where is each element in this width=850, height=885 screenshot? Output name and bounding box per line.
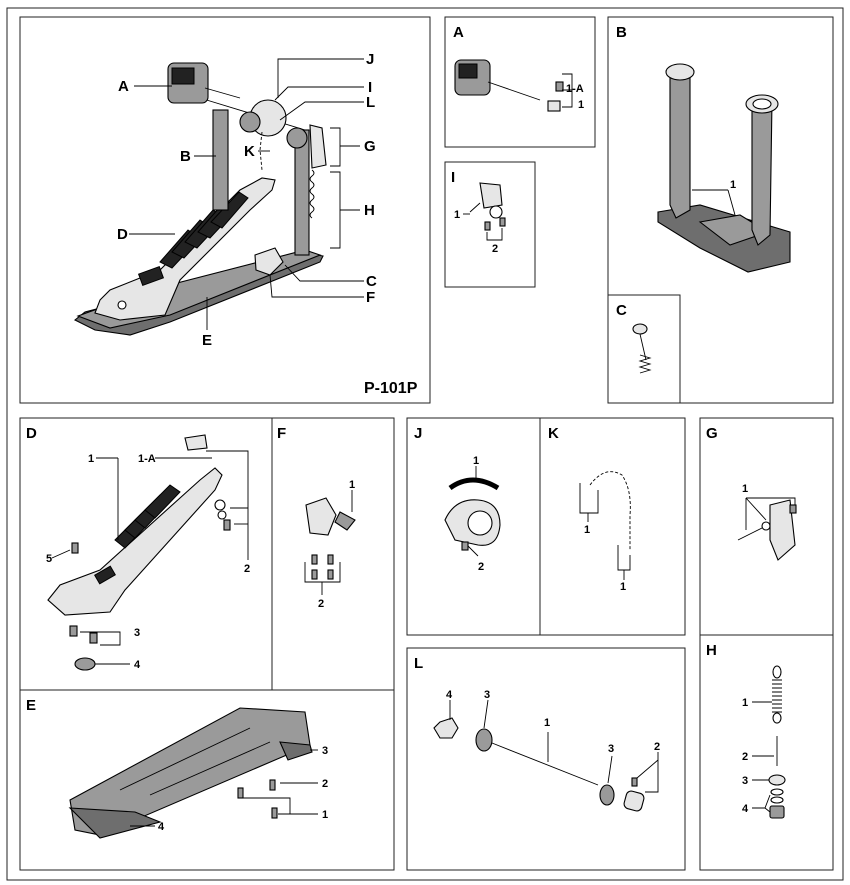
panel-D-label-3: 3: [134, 627, 140, 639]
panel-K-label-1-top: 1: [584, 524, 590, 536]
panel-C-title: C: [616, 302, 627, 319]
panel-F-title: F: [277, 425, 286, 442]
callout-C: C: [366, 273, 377, 290]
panel-E-label-1: 1: [322, 809, 328, 821]
panel-E-label-4: 4: [158, 821, 165, 833]
pedal-assembly-illustration: [73, 62, 327, 336]
panel-D-title: D: [26, 425, 37, 442]
panel-B: B 1: [607, 16, 834, 404]
callout-F: F: [366, 289, 375, 306]
panel-F-label-2: 2: [318, 598, 324, 610]
panel-G-label-1: 1: [742, 483, 748, 495]
panel-K: K 1 1: [539, 417, 686, 636]
panel-G: G 1: [699, 417, 834, 636]
panel-H-title: H: [706, 642, 717, 659]
panel-E: E 3 2 1 4: [19, 689, 395, 871]
panel-J-label-2: 2: [478, 561, 484, 573]
panel-D: D 1 1-A 2 5 3 4: [19, 417, 273, 691]
panel-F: F 1 2: [271, 417, 395, 691]
panel-L-label-3-left: 3: [484, 689, 490, 701]
panel-E-label-2: 2: [322, 778, 328, 790]
panel-L-label-3-right: 3: [608, 743, 614, 755]
panel-L-label-1: 1: [544, 717, 550, 729]
panel-J-title: J: [414, 425, 422, 442]
callout-K: K: [244, 143, 255, 160]
panel-L-label-4: 4: [446, 689, 453, 701]
panel-G-title: G: [706, 425, 718, 442]
callout-B: B: [180, 148, 191, 165]
main-callout-lines: [129, 58, 364, 330]
panel-L: L 4 3 1 3 2: [406, 647, 686, 871]
panel-E-label-3: 3: [322, 745, 328, 757]
panel-H-label-2: 2: [742, 751, 748, 763]
panel-H: H 1 2 3 4: [699, 634, 834, 871]
callout-G: G: [364, 138, 376, 155]
callout-J: J: [366, 51, 374, 68]
panel-J: J 1 2: [406, 417, 541, 636]
panel-H-label-3: 3: [742, 775, 748, 787]
panel-J-label-1: 1: [473, 455, 479, 467]
panel-A-title: A: [453, 24, 464, 41]
panel-H-label-1: 1: [742, 697, 748, 709]
panel-I-title: I: [451, 169, 455, 186]
panel-D-label-2: 2: [244, 563, 250, 575]
panel-K-label-1-bottom: 1: [620, 581, 626, 593]
panel-D-label-4: 4: [134, 659, 141, 671]
panel-D-label-5: 5: [46, 553, 52, 565]
callout-D: D: [117, 226, 128, 243]
main-assembly-panel: A B D E J I L K G H C F P-101P: [19, 16, 431, 404]
callout-L: L: [366, 94, 375, 111]
callout-E: E: [202, 332, 212, 349]
panel-L-label-2: 2: [654, 741, 660, 753]
panel-F-label-1: 1: [349, 479, 355, 491]
model-label: P-101P: [364, 380, 418, 397]
panel-K-title: K: [548, 425, 559, 442]
panel-D-label-1A: 1-A: [138, 453, 156, 465]
callout-H: H: [364, 202, 375, 219]
panel-I: I 1 2: [444, 161, 536, 288]
panel-A: A 1-A 1: [444, 16, 596, 148]
panel-I-label-1: 1: [454, 209, 460, 221]
panel-B-title: B: [616, 24, 627, 41]
panel-C: C: [607, 294, 681, 404]
panel-I-label-2: 2: [492, 243, 498, 255]
panel-L-title: L: [414, 655, 423, 672]
panel-B-label-1: 1: [730, 179, 736, 191]
callout-I: I: [368, 79, 372, 96]
panel-H-label-4: 4: [742, 803, 749, 815]
panel-A-label-1: 1: [578, 99, 584, 111]
outer-frame: [6, 7, 844, 881]
panel-D-label-1: 1: [88, 453, 94, 465]
panel-A-label-1A: 1-A: [566, 83, 584, 95]
panel-E-title: E: [26, 697, 36, 714]
callout-A: A: [118, 78, 129, 95]
